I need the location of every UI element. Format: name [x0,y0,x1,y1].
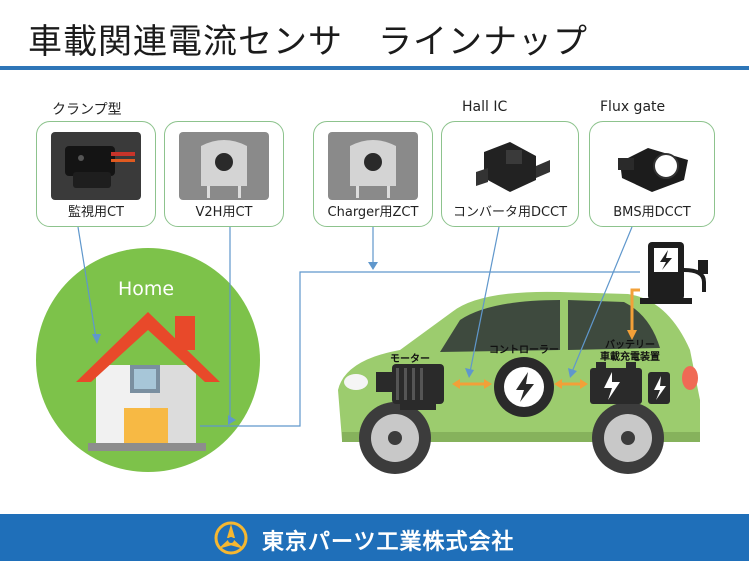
title-underline [0,66,749,70]
product-card-charger-zct[interactable]: Charger用ZCT [313,121,433,227]
product-card-v2h-ct[interactable]: V2H用CT [164,121,284,227]
ct-sensor-photo [179,132,269,200]
hall-dcct-photo [466,132,556,200]
company-logo-icon [214,521,248,555]
product-label: コンバータ用DCCT [452,205,568,220]
system-diagram: モーター コントローラー バッテリー 車載充電装置 [36,226,708,474]
battery-icon [590,362,670,404]
battery-label: バッテリー [605,339,655,351]
flux-dcct-photo [608,132,698,200]
zct-sensor-photo [328,132,418,200]
page-title: 車載関連電流センサ ラインナップ [28,22,588,62]
company-name: 東京パーツ工業株式会社 [262,530,515,555]
sensor-connector-lines [77,226,640,427]
category-hall-ic: Hall IC [462,99,508,115]
power-flow-arrows [452,288,640,389]
ev-charger-icon [640,242,708,304]
product-label: V2H用CT [195,205,253,220]
product-label: 監視用CT [67,205,125,220]
product-label: BMS用DCCT [613,205,691,220]
product-label: Charger用ZCT [327,205,419,220]
category-clamp: クランプ型 [52,102,122,118]
home-label: Home [118,278,174,300]
category-flux-gate: Flux gate [600,99,666,115]
motor-label: モーター [390,353,430,365]
product-card-bms-dcct[interactable]: BMS用DCCT [589,121,715,227]
home-circle [36,248,260,472]
controller-label: コントローラー [489,344,559,356]
motor-icon [376,364,444,410]
house-icon [76,312,220,451]
controller-gear-icon [494,357,554,417]
product-card-converter-dcct[interactable]: コンバータ用DCCT [441,121,579,227]
clamp-ct-photo [51,132,141,200]
product-card-monitor-ct[interactable]: 監視用CT [36,121,156,227]
footer-bar: 東京パーツ工業株式会社 [0,514,749,561]
onboard-charger-label: 車載充電装置 [600,350,660,363]
